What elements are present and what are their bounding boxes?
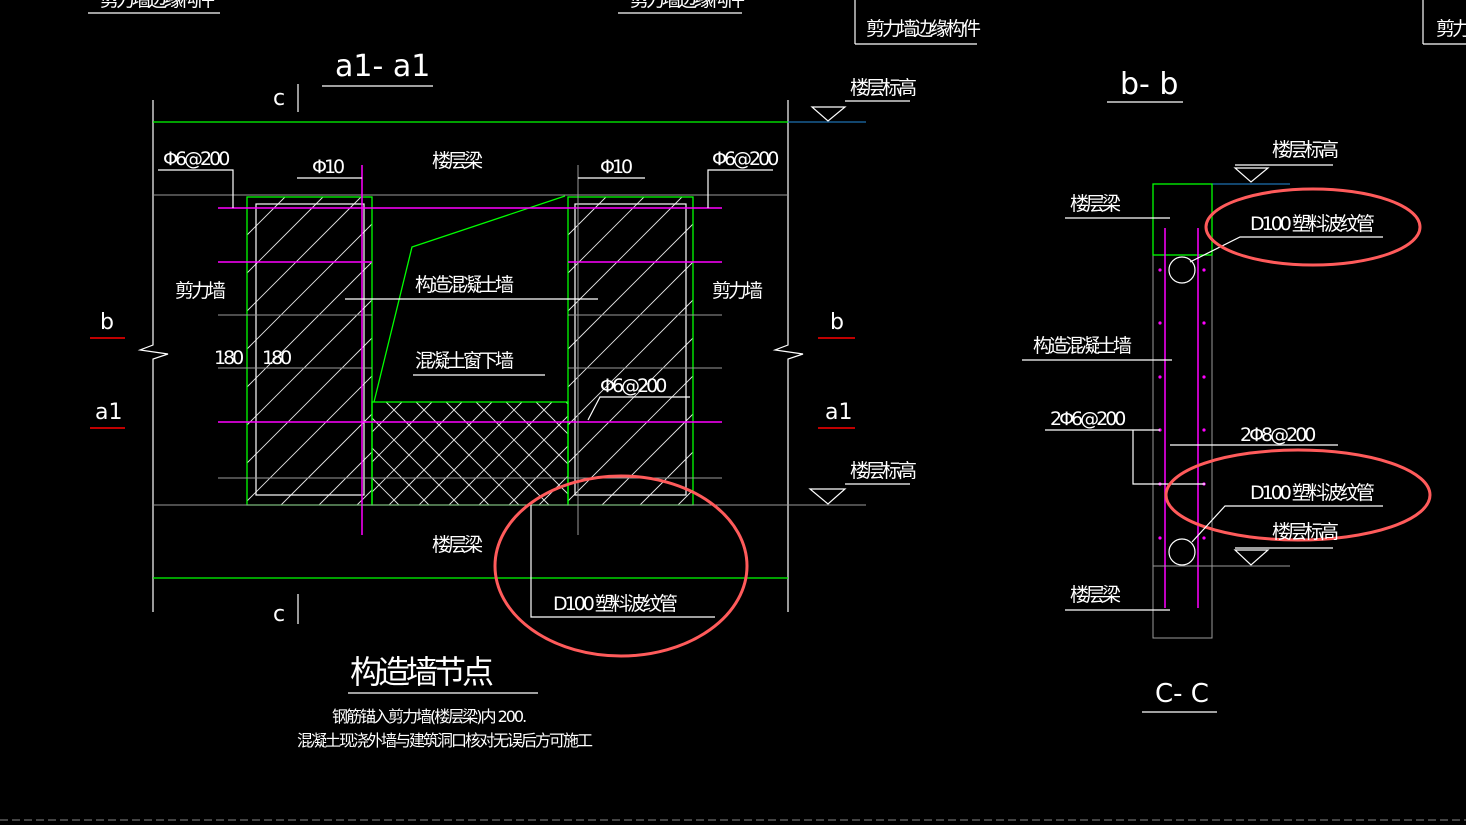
pipe-label: D100 塑料波纹管 <box>1250 213 1374 235</box>
hatch-line <box>371 401 433 463</box>
rebar-label: Φ6@200 <box>712 148 778 170</box>
shear-wall-label: 剪力墙 <box>712 280 763 302</box>
hatch-line <box>567 196 607 236</box>
hatch-line <box>246 196 362 312</box>
hatch-line <box>246 337 373 464</box>
floor-beam-label: 楼层梁 <box>432 150 483 172</box>
hatch-line <box>567 261 694 388</box>
cut-label-b: b <box>830 310 844 335</box>
hatch-line <box>415 401 520 506</box>
shear-wall-label: 剪力墙 <box>175 280 226 302</box>
floor-elevation-label: 楼层标高 <box>850 77 916 99</box>
highlight-circle <box>1204 187 1422 267</box>
hatch-line <box>535 401 569 435</box>
hatch-line <box>418 401 523 506</box>
hatch-line <box>246 299 373 426</box>
floor-beam-label: 楼层梁 <box>432 534 483 556</box>
hatch-line <box>246 375 373 502</box>
window-wall-label: 混凝土窗下墙 <box>415 350 514 372</box>
rebar-dot <box>1202 321 1206 325</box>
hatch-line <box>371 417 460 506</box>
hatch-line <box>445 401 550 506</box>
hatch-line <box>371 447 430 506</box>
hatch-line <box>448 401 553 506</box>
highlight-circle <box>493 474 749 658</box>
hatch-line <box>567 196 645 274</box>
hatch-line <box>246 261 373 388</box>
section-b: b- b 楼层标高 楼层梁 D100 塑料波纹管 构造混凝土墙 2Φ6@200 … <box>1022 67 1432 713</box>
section-title: a1- a1 <box>335 49 430 84</box>
section-title: C- C <box>1155 679 1209 709</box>
rebar-label: Φ10 <box>312 156 344 178</box>
note-line: 钢筋锚入剪力墙(楼层梁)内 200. <box>332 707 526 726</box>
hatch-line <box>567 299 694 426</box>
hatch-line <box>356 489 373 506</box>
rebar-dot <box>1158 321 1162 325</box>
hatch-line <box>280 413 373 506</box>
edge-member-label: 剪力墙边缘构件 <box>100 0 215 11</box>
rebar-dot <box>1202 268 1206 272</box>
hatch-line <box>601 413 694 506</box>
edge-member-label: 剪力墙 <box>1436 18 1466 40</box>
hatch-line <box>371 401 403 433</box>
hatch-line <box>371 401 463 493</box>
rebar-dot <box>1202 428 1206 432</box>
dimension-label: 180 <box>214 347 243 369</box>
rebar-dot <box>1158 375 1162 379</box>
hatch-line <box>478 415 569 506</box>
rebar-dot <box>1202 536 1206 540</box>
hatch-pattern <box>246 196 694 506</box>
cut-label-a1: a1 <box>825 400 852 425</box>
cut-label-c: c <box>273 602 285 627</box>
edge-member-label: 剪力墙边缘构件 <box>630 0 745 11</box>
floor-elevation-label: 楼层标高 <box>1272 521 1338 543</box>
hatch-line <box>567 337 694 464</box>
floor-elevation-label: 楼层标高 <box>850 460 916 482</box>
hatch-line <box>388 401 493 506</box>
hatch-line <box>508 445 569 506</box>
note-line: 混凝土现浇外墙与建筑洞口核对无误后方可施工 <box>297 731 593 750</box>
rebar-label: Φ10 <box>600 156 632 178</box>
floor-elevation-label: 楼层标高 <box>1272 139 1338 161</box>
rebar-label: 2Φ8@200 <box>1240 424 1315 446</box>
hatch-line <box>475 401 569 495</box>
section-a1: a1- a1 c c 楼层标高 Φ6@200 <box>90 49 919 658</box>
rebar-dot <box>1158 268 1162 272</box>
structural-wall-label: 构造混凝土墙 <box>415 274 514 296</box>
rebar-dot <box>1158 536 1162 540</box>
hatch-line <box>505 401 569 465</box>
rebar-label: Φ6@200 <box>600 375 666 397</box>
pipe-label: D100 塑料波纹管 <box>1250 482 1374 504</box>
cut-label-b: b <box>100 310 114 335</box>
cut-label-a1: a1 <box>95 400 122 425</box>
hatch-line <box>567 223 694 350</box>
dimension-label: 180 <box>262 347 291 369</box>
rebar-dot <box>1202 375 1206 379</box>
hatch-line <box>371 477 400 506</box>
floor-beam-label: 楼层梁 <box>1070 584 1121 606</box>
section-title: b- b <box>1120 67 1178 102</box>
floor-beam-label: 楼层梁 <box>1070 193 1121 215</box>
edge-member-label: 剪力墙边缘构件 <box>866 18 981 40</box>
cut-label-c: c <box>273 86 285 111</box>
rebar-label: Φ6@200 <box>163 148 229 170</box>
pipe-label: D100 塑料波纹管 <box>553 593 677 615</box>
highlight-circle <box>1164 448 1432 542</box>
rebar-label: 2Φ6@200 <box>1050 408 1125 430</box>
hatch-line <box>246 196 324 274</box>
hatch-line <box>567 196 683 312</box>
detail-notes: 构造墙节点 钢筋锚入剪力墙(楼层梁)内 200. 混凝土现浇外墙与建筑洞口核对无… <box>297 653 595 750</box>
hatch-line <box>246 223 373 350</box>
detail-title: 构造墙节点 <box>350 653 493 691</box>
hatch-line <box>385 401 490 506</box>
structural-wall-label: 构造混凝土墙 <box>1033 335 1132 357</box>
hatch-line <box>246 196 286 236</box>
top-labels: 剪力墙边缘构件 剪力墙边缘构件 剪力墙边缘构件 剪力墙 <box>88 0 1466 45</box>
